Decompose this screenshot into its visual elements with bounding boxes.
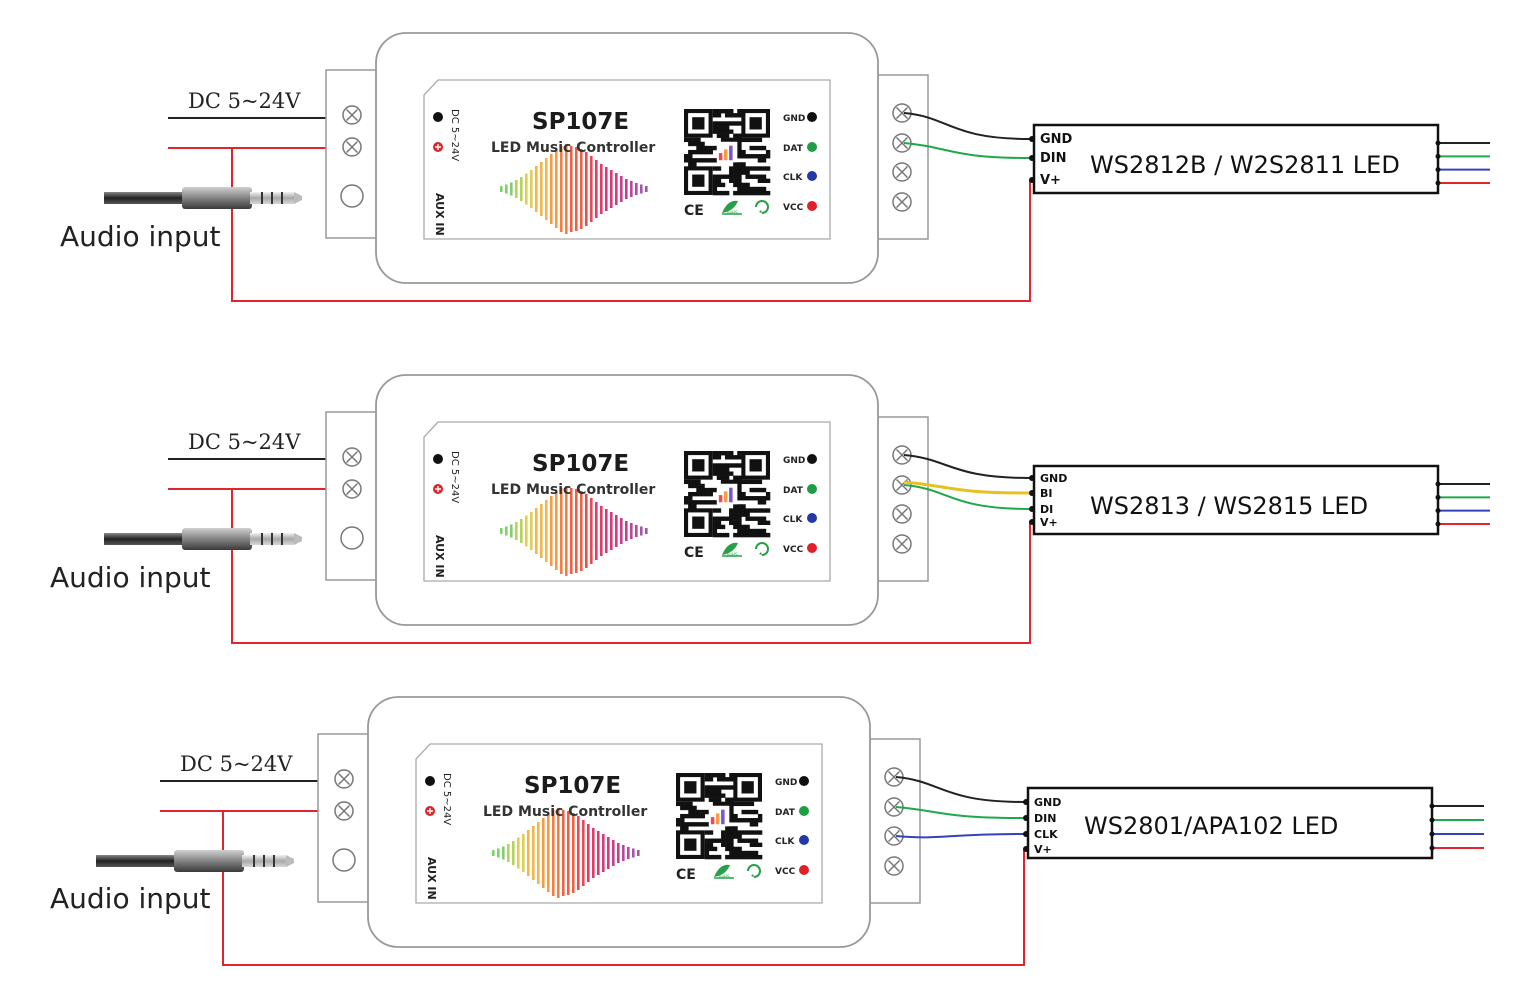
audio-jack-icon (96, 850, 294, 872)
data-wire (903, 142, 1031, 159)
led-strip: GND DIN CLK V+ WS2801/APA102 LED (1023, 786, 1484, 860)
strip-pin-label: GND (1040, 472, 1067, 485)
data-wire (895, 833, 1025, 839)
audio-jack-icon (104, 528, 302, 550)
model-subtitle: LED Music Controller (491, 140, 655, 156)
rohs-mark: RoHS (719, 874, 730, 879)
data-wire (903, 480, 1031, 495)
vcc-loop-wire (231, 489, 1031, 644)
gnd-pin-label: GND (783, 114, 805, 124)
strip-pin-label: V+ (1040, 173, 1061, 188)
audio-input-label: Audio input (50, 882, 211, 915)
vcc-pin-label: VCC (783, 545, 804, 555)
strip-label: WS2812B / W2S2811 LED (1090, 151, 1400, 179)
model-subtitle: LED Music Controller (491, 482, 655, 498)
qr-code-icon (676, 773, 763, 860)
model-title: SP107E (532, 451, 629, 477)
ce-mark: CE (684, 203, 704, 219)
audio-input-label: Audio input (60, 220, 221, 253)
strip-pin-label: V+ (1034, 843, 1052, 856)
ce-mark: CE (684, 545, 704, 561)
waveform-logo (492, 808, 640, 898)
controller-unit: SP107E LED Music Controller DC 5~24V AUX IN… (326, 33, 928, 283)
data-wire (903, 454, 1031, 479)
rohs-mark: RoHS (727, 552, 738, 557)
dat-pin-label: DAT (783, 144, 804, 154)
power-side-label: DC 5~24V (441, 773, 452, 825)
aux-in-label: AUX IN (433, 193, 446, 236)
strip-pin-label: GND (1040, 132, 1073, 147)
strip-pin-label: V+ (1040, 516, 1058, 529)
aux-in-label: AUX IN (433, 535, 446, 578)
vcc-loop-wire (231, 148, 1031, 302)
strip-pin-label: GND (1034, 796, 1061, 809)
rohs-mark: RoHS (727, 210, 738, 215)
data-wire (895, 806, 1025, 819)
power-label: DC 5~24V (180, 752, 293, 776)
model-title: SP107E (532, 109, 629, 135)
strip-pin-label: DIN (1034, 812, 1056, 825)
data-wire (903, 112, 1031, 140)
clk-pin-label: CLK (783, 515, 803, 525)
vcc-pin-label: VCC (783, 203, 804, 213)
power-side-label: DC 5~24V (449, 451, 460, 503)
strip-pin-label: CLK (1034, 828, 1058, 841)
aux-in-label: AUX IN (425, 857, 438, 900)
waveform-logo (500, 144, 648, 234)
strip-pin-label: DI (1040, 503, 1053, 516)
ce-mark: CE (676, 867, 696, 883)
power-label: DC 5~24V (188, 430, 301, 454)
gnd-pin-label: GND (775, 778, 797, 788)
model-title: SP107E (524, 773, 621, 799)
waveform-logo (500, 486, 648, 576)
qr-code-icon (684, 451, 771, 538)
led-strip: GND BI DIV+ WS2813 / WS2815 LED (1029, 464, 1490, 536)
strip-pin-label: BI (1040, 487, 1052, 500)
strip-label: WS2801/APA102 LED (1084, 812, 1338, 840)
wiring-row-1: DC 5~24V Audio input SP107E LED Music Contr… (60, 33, 1490, 302)
strip-label: WS2813 / WS2815 LED (1090, 492, 1368, 520)
model-subtitle: LED Music Controller (483, 804, 647, 820)
vcc-loop-wire (222, 811, 1025, 966)
led-strip: GND DIN V+ WS2812B / W2S2811 LED (1029, 123, 1490, 195)
wiring-row-3: DC 5~24V Audio input SP107E LED Music Contr… (50, 697, 1484, 966)
power-side-label: DC 5~24V (449, 109, 460, 161)
data-wire (903, 484, 1031, 510)
dat-pin-label: DAT (783, 486, 804, 496)
audio-input-label: Audio input (50, 561, 211, 594)
wiring-row-2: DC 5~24V Audio input SP107E LED Music Contr… (50, 375, 1490, 644)
strip-pin-label: DIN (1040, 151, 1067, 166)
data-wire (895, 776, 1025, 803)
controller-unit: SP107E LED Music Controller DC 5~24V AUX IN… (318, 697, 920, 947)
dat-pin-label: DAT (775, 808, 796, 818)
vcc-pin-label: VCC (775, 867, 796, 877)
audio-jack-icon (104, 187, 302, 209)
clk-pin-label: CLK (775, 837, 795, 847)
controller-unit: SP107E LED Music Controller DC 5~24V AUX IN… (326, 375, 928, 625)
gnd-pin-label: GND (783, 456, 805, 466)
power-label: DC 5~24V (188, 89, 301, 113)
clk-pin-label: CLK (783, 173, 803, 183)
qr-code-icon (684, 109, 771, 196)
